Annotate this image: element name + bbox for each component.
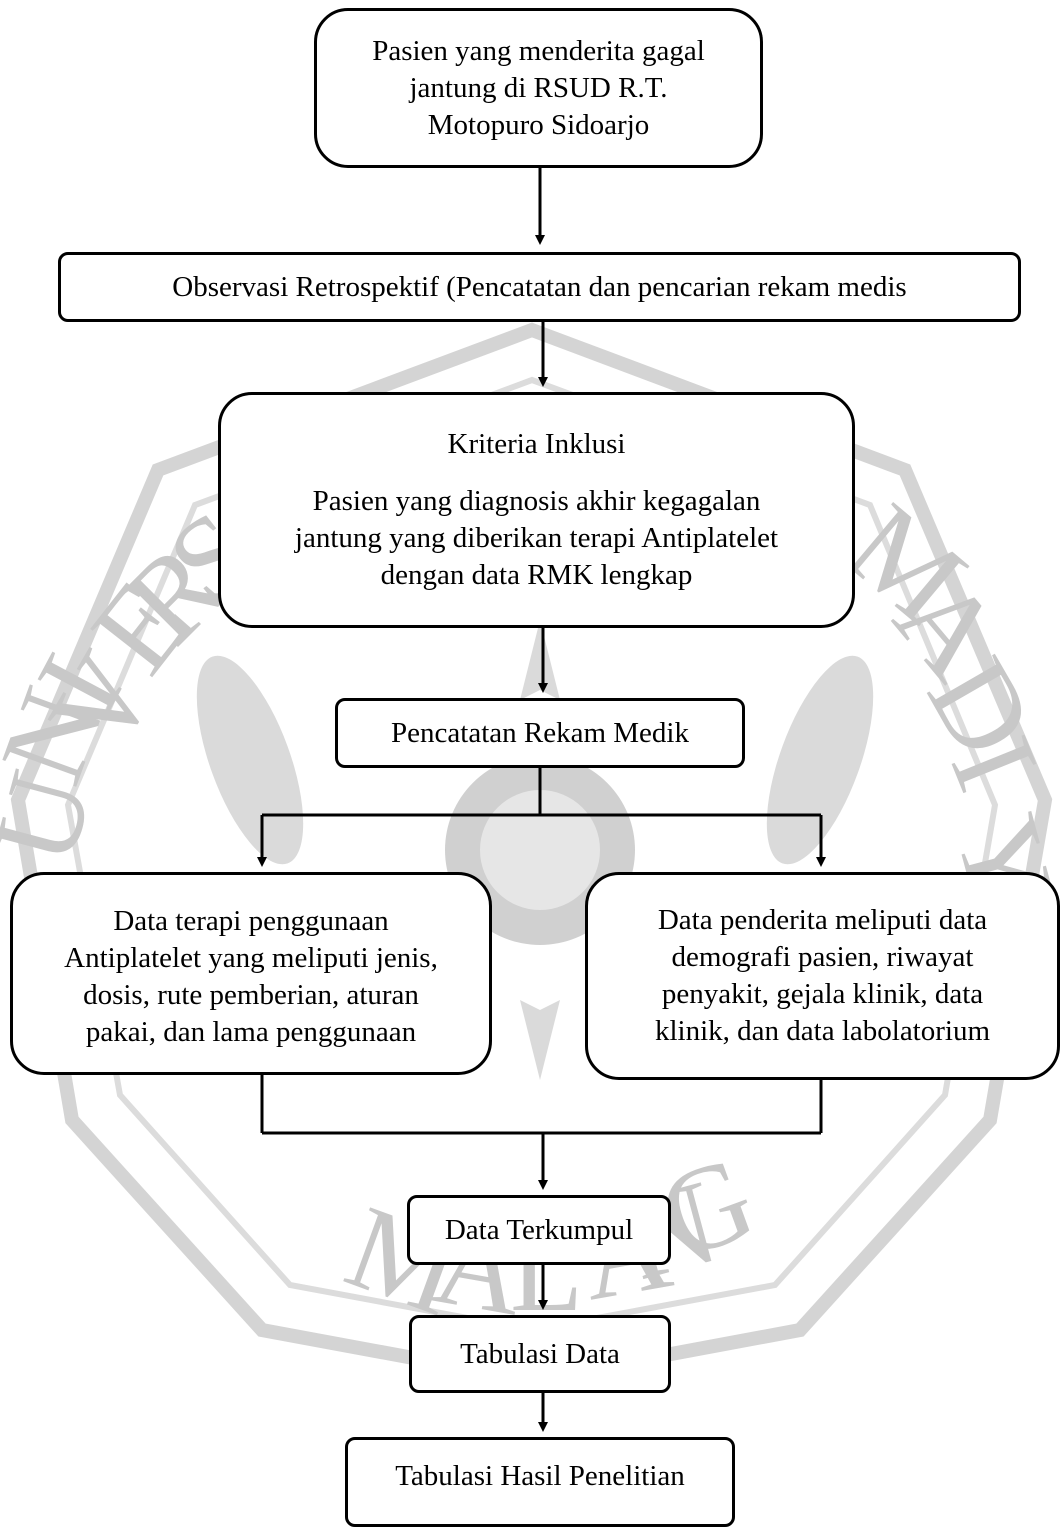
node-start: Pasien yang menderita gagal jantung di R… <box>314 8 763 168</box>
node-terkumpul: Data Terkumpul <box>407 1195 671 1265</box>
node-kriteria-title: Kriteria Inklusi <box>447 428 626 460</box>
node-data-penderita-line: demografi pasien, riwayat <box>671 941 974 973</box>
node-start-line: jantung di RSUD R.T. <box>409 71 668 104</box>
node-data-penderita-line: penyakit, gejala klinik, data <box>661 978 984 1010</box>
node-tabulasi-text: Tabulasi Data <box>460 1337 620 1370</box>
node-observasi: Observasi Retrospektif (Pencatatan dan p… <box>58 252 1021 322</box>
node-data-penderita-line: klinik, dan data labolatorium <box>654 1015 991 1047</box>
node-pencatatan-text: Pencatatan Rekam Medik <box>391 716 689 749</box>
node-start-line: Motopuro Sidoarjo <box>427 108 650 141</box>
node-start-line: Pasien yang menderita gagal <box>372 34 705 67</box>
node-kriteria: Kriteria Inklusi Pasien yang diagnosis a… <box>218 392 855 628</box>
node-terkumpul-text: Data Terkumpul <box>444 1213 634 1246</box>
node-data-terapi-line: Data terapi penggunaan <box>113 905 389 937</box>
node-data-terapi: Data terapi penggunaan Antiplatelet yang… <box>10 872 492 1075</box>
node-data-terapi-line: dosis, rute pemberian, aturan <box>83 979 419 1011</box>
node-data-terapi-line: Antiplatelet yang meliputi jenis, <box>64 942 438 974</box>
node-kriteria-line: jantung yang diberikan terapi Antiplatel… <box>294 522 779 554</box>
node-kriteria-line: Pasien yang diagnosis akhir kegagalan <box>312 485 761 517</box>
node-data-penderita: Data penderita meliputi data demografi p… <box>585 872 1060 1080</box>
node-data-penderita-line: Data penderita meliputi data <box>657 904 988 936</box>
node-pencatatan: Pencatatan Rekam Medik <box>335 698 745 768</box>
node-hasil: Tabulasi Hasil Penelitian <box>345 1437 735 1527</box>
node-data-terapi-line: pakai, dan lama penggunaan <box>85 1016 417 1048</box>
node-kriteria-line: dengan data RMK lengkap <box>380 559 693 591</box>
node-observasi-text: Observasi Retrospektif (Pencatatan dan p… <box>172 270 907 303</box>
node-hasil-text: Tabulasi Hasil Penelitian <box>395 1460 685 1492</box>
node-tabulasi: Tabulasi Data <box>409 1315 671 1393</box>
